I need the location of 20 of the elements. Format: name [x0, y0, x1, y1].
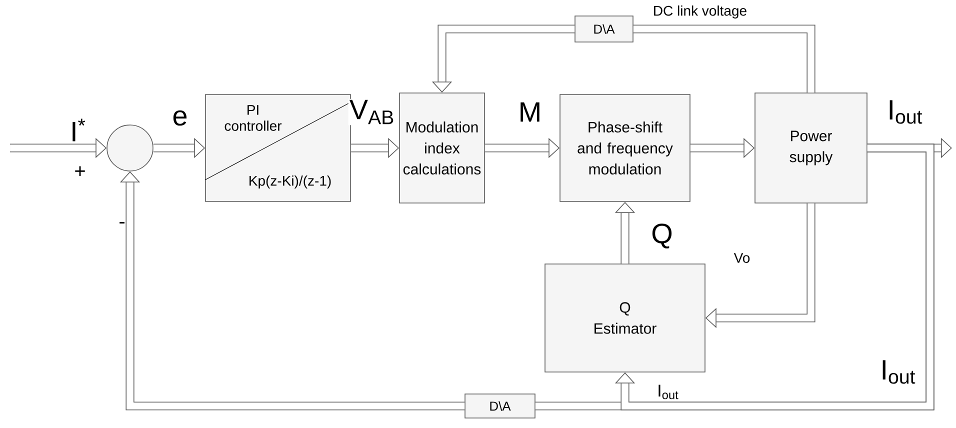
edge-label: I$^{*}$ [69, 118, 87, 142]
sign-label: + [75, 166, 85, 176]
edge-label: I$_{out}$ [886, 99, 924, 125]
converter-box: D\A [574, 16, 634, 42]
block: Modulation index calculations [399, 92, 485, 204]
edge-label: V$_{AB}$ [348, 98, 396, 126]
summing-junction [106, 124, 154, 172]
block-arrow [614, 144, 934, 410]
block: Q Estimator [544, 264, 706, 372]
sign-label: - [120, 222, 124, 224]
block: Phase-shift and frequency modulation [560, 94, 690, 202]
edge-label: I$_{out}$ [656, 384, 680, 400]
edge-label: DC link voltage [652, 4, 748, 20]
converter-box: D\A [464, 394, 536, 418]
edge-label: M [517, 101, 543, 123]
edge-label: e [171, 109, 189, 127]
block: Power supply [754, 92, 868, 204]
edge-label: Q [650, 222, 674, 250]
edge-label: Vo [732, 252, 752, 264]
edge-label: I$_{out}$ [879, 359, 917, 385]
